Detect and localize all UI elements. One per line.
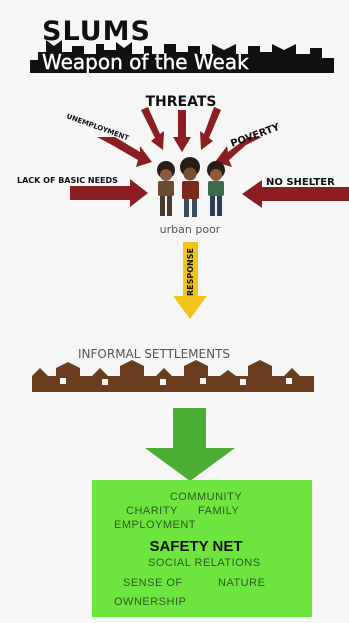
safety-net-word-family: FAMILY [198, 505, 239, 517]
urban-poor-figures [157, 157, 225, 217]
threat-arrow [141, 107, 164, 150]
person-figure [207, 161, 225, 216]
safety-net-word-charity: CHARITY [126, 505, 178, 517]
safety-net-word-nature: NATURE [218, 577, 265, 589]
safety-net-arrow [145, 408, 235, 481]
threat-label-unemployment: UNEMPLOYMENT [65, 112, 130, 142]
threat-arrow [97, 137, 152, 167]
threat-arrow [200, 107, 221, 150]
threat-arrow [242, 180, 349, 208]
safety-net-box [92, 480, 312, 617]
settlements-windows [60, 378, 292, 385]
threat-arrows [70, 107, 349, 208]
response-label: RESPONSE [186, 248, 195, 296]
title-subtitle: Weapon of the Weak [42, 50, 249, 74]
safety-net-word-sense-of: SENSE OF [123, 577, 183, 589]
threat-label-no-shelter: NO SHELTER [266, 177, 335, 188]
threat-label-poverty: POVERTY [229, 122, 282, 150]
safety-net-word-social-relations: SOCIAL RELATIONS [148, 557, 261, 569]
safety-net-word-employment: EMPLOYMENT [114, 519, 196, 531]
threat-arrow [70, 179, 148, 207]
title-skyline [30, 40, 334, 73]
threat-label-lack-of-basic-needs: LACK OF BASIC NEEDS [17, 176, 118, 185]
safety-net-word-community: COMMUNITY [170, 491, 242, 503]
threat-arrow [173, 110, 191, 152]
safety-net-word-ownership: OWNERSHIP [114, 596, 186, 608]
threats-heading: THREATS [146, 94, 217, 110]
response-arrow [173, 242, 207, 319]
urban-poor-label: urban poor [160, 223, 221, 236]
settlements-label: INFORMAL SETTLEMENTS [78, 347, 230, 361]
person-figure [180, 157, 200, 217]
settlements-skyline [32, 360, 314, 392]
safety-net-title: SAFETY NET [149, 538, 242, 555]
threat-arrow [215, 137, 262, 167]
title-main: SLUMS [42, 16, 151, 47]
person-figure [157, 161, 175, 216]
